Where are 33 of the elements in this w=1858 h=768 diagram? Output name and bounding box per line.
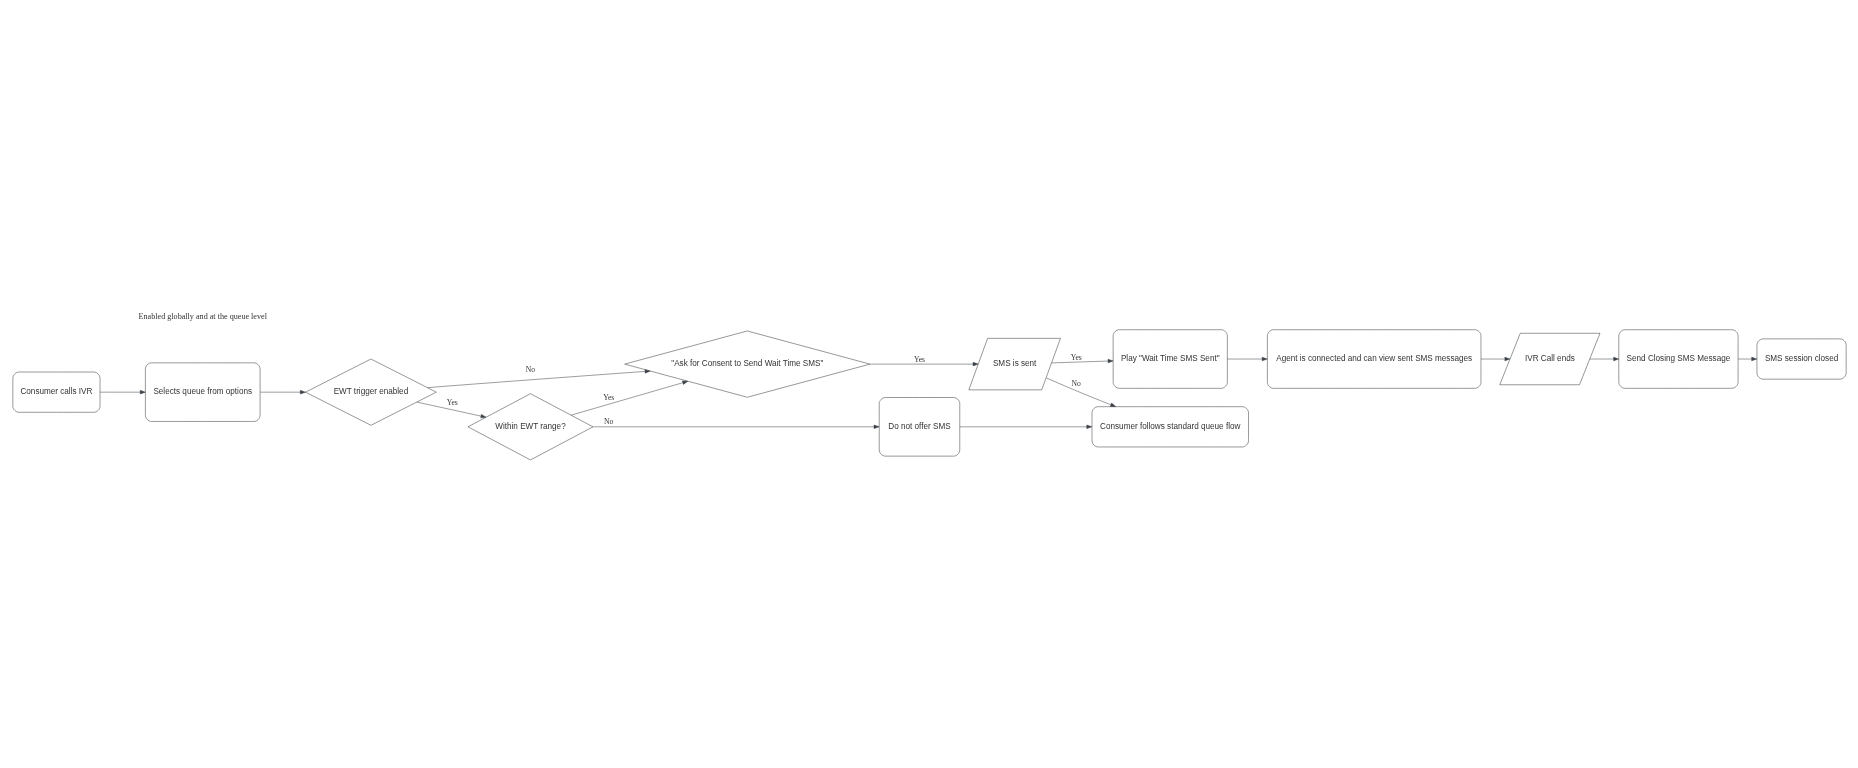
node-box: Send Closing SMS Message (1618, 329, 1738, 389)
edge-label: No (1071, 378, 1081, 388)
edge-label: Yes (913, 354, 925, 364)
node-diamond: "Ask for Consent to Send Wait Time SMS" (623, 330, 870, 398)
arrow (570, 380, 688, 416)
arrow (1589, 357, 1619, 362)
arrow (1737, 357, 1757, 362)
edge-label: Yes (446, 398, 458, 408)
node-diamond: EWT trigger enabled (304, 358, 437, 426)
edge-label: No (525, 365, 535, 375)
arrow (1226, 357, 1267, 362)
arrow (592, 424, 879, 429)
node-box: Do not offer SMS (878, 397, 960, 457)
arrow (869, 362, 978, 367)
arrow (259, 390, 306, 395)
node-box: Selects queue from options (144, 362, 260, 422)
edge-label: Yes (1070, 352, 1082, 362)
node-box: SMS session closed (1756, 338, 1846, 380)
arrow (99, 390, 146, 395)
arrow (426, 369, 650, 388)
node-diamond: Within EWT range? (467, 393, 593, 461)
label: Enabled globally and at the queue level (138, 312, 267, 322)
node-box: Consumer calls IVR (12, 371, 100, 413)
node-box: Agent is connected and can view sent SMS messages (1266, 329, 1481, 389)
arrow (1045, 377, 1116, 407)
arrow (959, 424, 1092, 429)
edge-label: No (603, 417, 613, 427)
node-box: Play "Wait Time SMS Sent" (1112, 329, 1228, 389)
edge-label: Yes (602, 393, 614, 403)
arrow (1050, 359, 1113, 364)
arrow (1480, 357, 1510, 362)
arrow (416, 401, 486, 419)
node-box: Consumer follows standard queue flow (1091, 406, 1249, 448)
